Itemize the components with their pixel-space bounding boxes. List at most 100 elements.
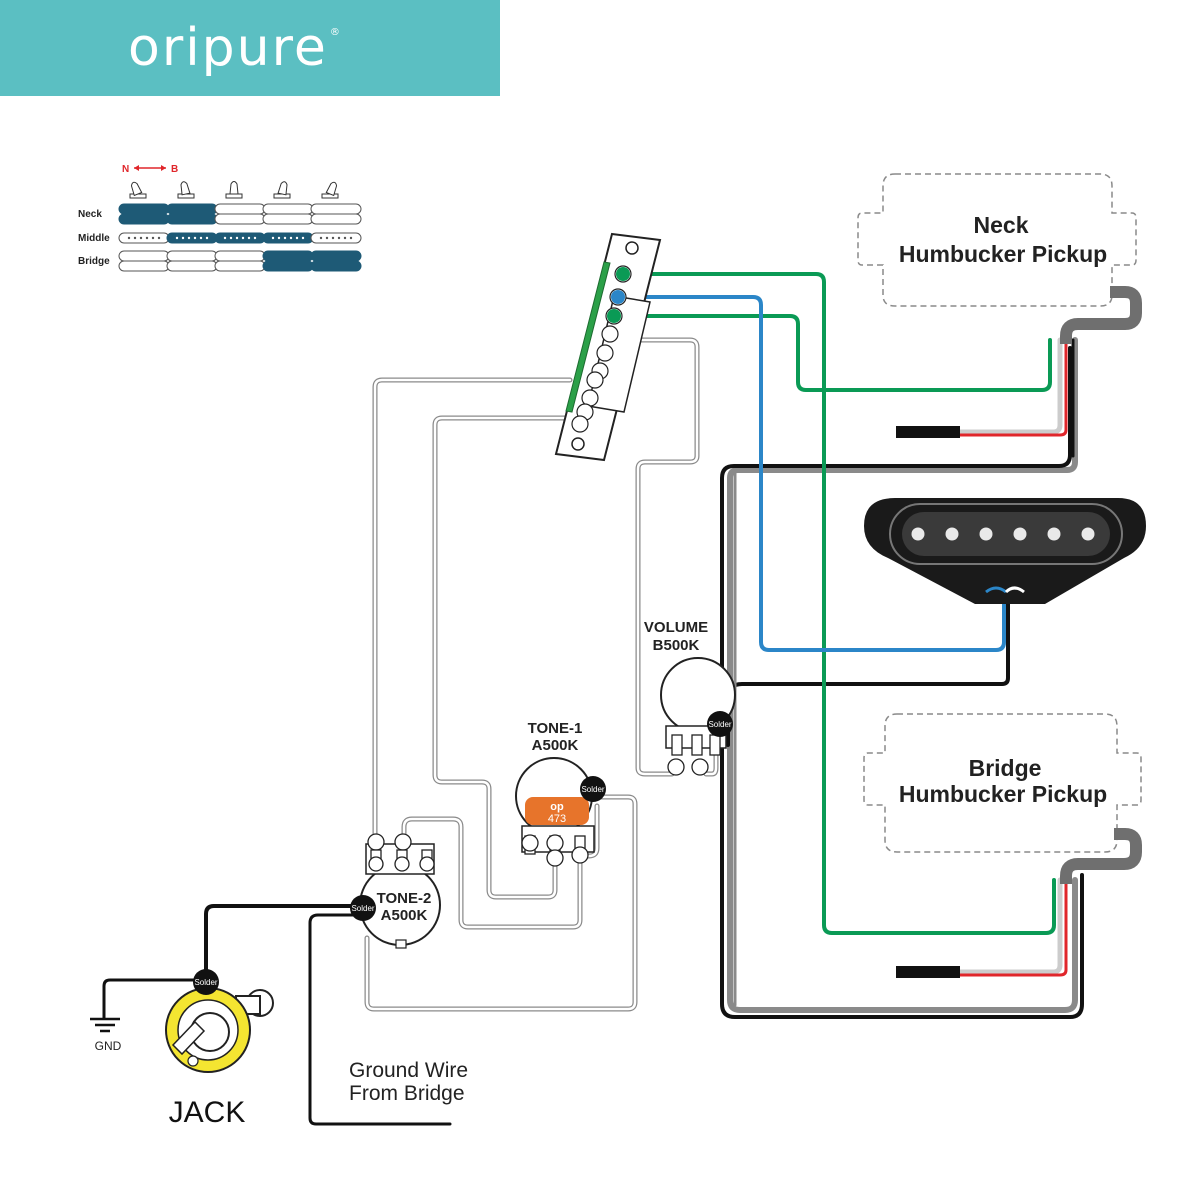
humbucker-coil-cell [214, 260, 266, 272]
switch-lever-icon [273, 181, 291, 199]
ground-wire-label-1: Ground Wire [349, 1059, 468, 1082]
polepiece-dot [229, 236, 233, 240]
polepiece-dot [145, 236, 149, 240]
capacitor-logo: op [550, 801, 564, 813]
gnd-label: GND [95, 1039, 122, 1053]
polepiece-dot [139, 236, 143, 240]
tone1-pot-lugs [521, 834, 589, 867]
polepiece-dot [235, 236, 239, 240]
jack-solder-badge: Solder [193, 969, 219, 995]
volume-pot-lugs [667, 734, 721, 776]
humbucker-coil-cell [310, 213, 362, 225]
neck-humbucker-pickup: Neck Humbucker Pickup [857, 173, 1142, 438]
humbucker-coil-cell [166, 250, 218, 262]
polepiece-dot [301, 236, 305, 240]
brand-bar: oripure® [0, 0, 500, 96]
humbucker-coil-cell [118, 203, 170, 215]
polepiece-dot [271, 236, 275, 240]
neck-pickup-label-2: Humbucker Pickup [899, 241, 1107, 267]
humbucker-coil-cell [310, 203, 362, 215]
svg-text:Solder: Solder [708, 720, 731, 729]
polepiece-dot [343, 236, 347, 240]
polepiece-dot [133, 236, 137, 240]
tone2-label-1: TONE-2 [377, 890, 432, 907]
humbucker-coil-cell [166, 260, 218, 272]
bridge-humbucker-pickup: Bridge Humbucker Pickup [863, 713, 1142, 978]
capacitor: op 473 [525, 797, 589, 825]
brand-logo: oripure® [128, 18, 342, 78]
chart-row-middle: Middle [78, 233, 110, 244]
polepiece-dot [253, 236, 257, 240]
bridge-pickup-cable [1060, 828, 1142, 884]
humbucker-coil-cell [262, 260, 314, 272]
polepiece-dot [151, 236, 155, 240]
polepiece-dot [295, 236, 299, 240]
humbucker-coil-cell [166, 203, 218, 215]
tone1-pot: TONE-1 A500K op 473 Solder [515, 720, 606, 867]
neck-pickup-cable [1060, 286, 1142, 344]
polepiece-dot [319, 236, 323, 240]
switch-lever-icon [321, 181, 339, 199]
polepiece-dot [241, 236, 245, 240]
switch-lever-icon [225, 181, 243, 199]
polepiece-dot [247, 236, 251, 240]
switch-pcb [565, 261, 611, 413]
tone2-label-2: A500K [381, 907, 428, 924]
humbucker-coil-cell [310, 260, 362, 272]
switch-lever-icon [129, 181, 147, 199]
output-jack: Solder JACK [165, 969, 274, 1129]
humbucker-coil-cell [214, 203, 266, 215]
humbucker-coil-cell [310, 250, 362, 262]
bridge-pickup-label-2: Humbucker Pickup [899, 781, 1107, 807]
humbucker-coil-cell [214, 213, 266, 225]
tone2-pot-lugs [367, 833, 435, 872]
humbucker-coil-cell [118, 250, 170, 262]
direction-bridge-label: B [171, 164, 178, 175]
single-coil-cell [214, 232, 266, 244]
humbucker-coil-cell [262, 250, 314, 262]
tone1-solder-badge: Solder [580, 776, 606, 802]
polepiece-dot [283, 236, 287, 240]
tone1-label-1: TONE-1 [528, 720, 583, 737]
direction-neck-label: N [122, 164, 129, 175]
neck-lead-black-tip [896, 426, 960, 438]
chart-row-neck: Neck [78, 209, 102, 220]
polepiece-dot [223, 236, 227, 240]
polepiece-dot [325, 236, 329, 240]
ground-wire-label-2: From Bridge [349, 1082, 465, 1105]
humbucker-coil-cell [262, 213, 314, 225]
single-coil-cell [310, 232, 362, 244]
svg-text:Solder: Solder [194, 978, 217, 987]
single-coil-cell [118, 232, 170, 244]
polepiece-dot [181, 236, 185, 240]
bridge-lead-black-tip [896, 966, 960, 978]
capacitor-value: 473 [548, 813, 566, 825]
single-coil-cell [262, 232, 314, 244]
tone2-solder-badge: Solder [350, 895, 376, 921]
volume-label-2: B500K [653, 637, 700, 654]
svg-text:Solder: Solder [351, 904, 374, 913]
bridge-pickup-label-1: Bridge [969, 755, 1042, 781]
polepiece-dot [205, 236, 209, 240]
humbucker-coil-cell [118, 213, 170, 225]
five-way-switch [554, 232, 662, 462]
polepiece-dot [331, 236, 335, 240]
humbucker-coil-cell [214, 250, 266, 262]
switch-lever-icon [177, 181, 195, 199]
polepiece-dot [337, 236, 341, 240]
neck-pickup-label-1: Neck [974, 212, 1029, 238]
single-coil-polepieces [911, 527, 1095, 541]
polepiece-dot [175, 236, 179, 240]
polepiece-dot [199, 236, 203, 240]
middle-single-coil-pickup [864, 498, 1146, 604]
humbucker-coil-cell [166, 213, 218, 225]
volume-pot: VOLUME B500K Solder [644, 619, 736, 776]
tone1-label-2: A500K [532, 737, 579, 754]
jack-label: JACK [169, 1096, 246, 1129]
polepiece-dot [157, 236, 161, 240]
humbucker-coil-cell [262, 203, 314, 215]
neck-pickup-outline [857, 173, 1137, 307]
ground-symbol: GND [90, 1017, 122, 1053]
bridge-pickup-outline [863, 713, 1142, 853]
